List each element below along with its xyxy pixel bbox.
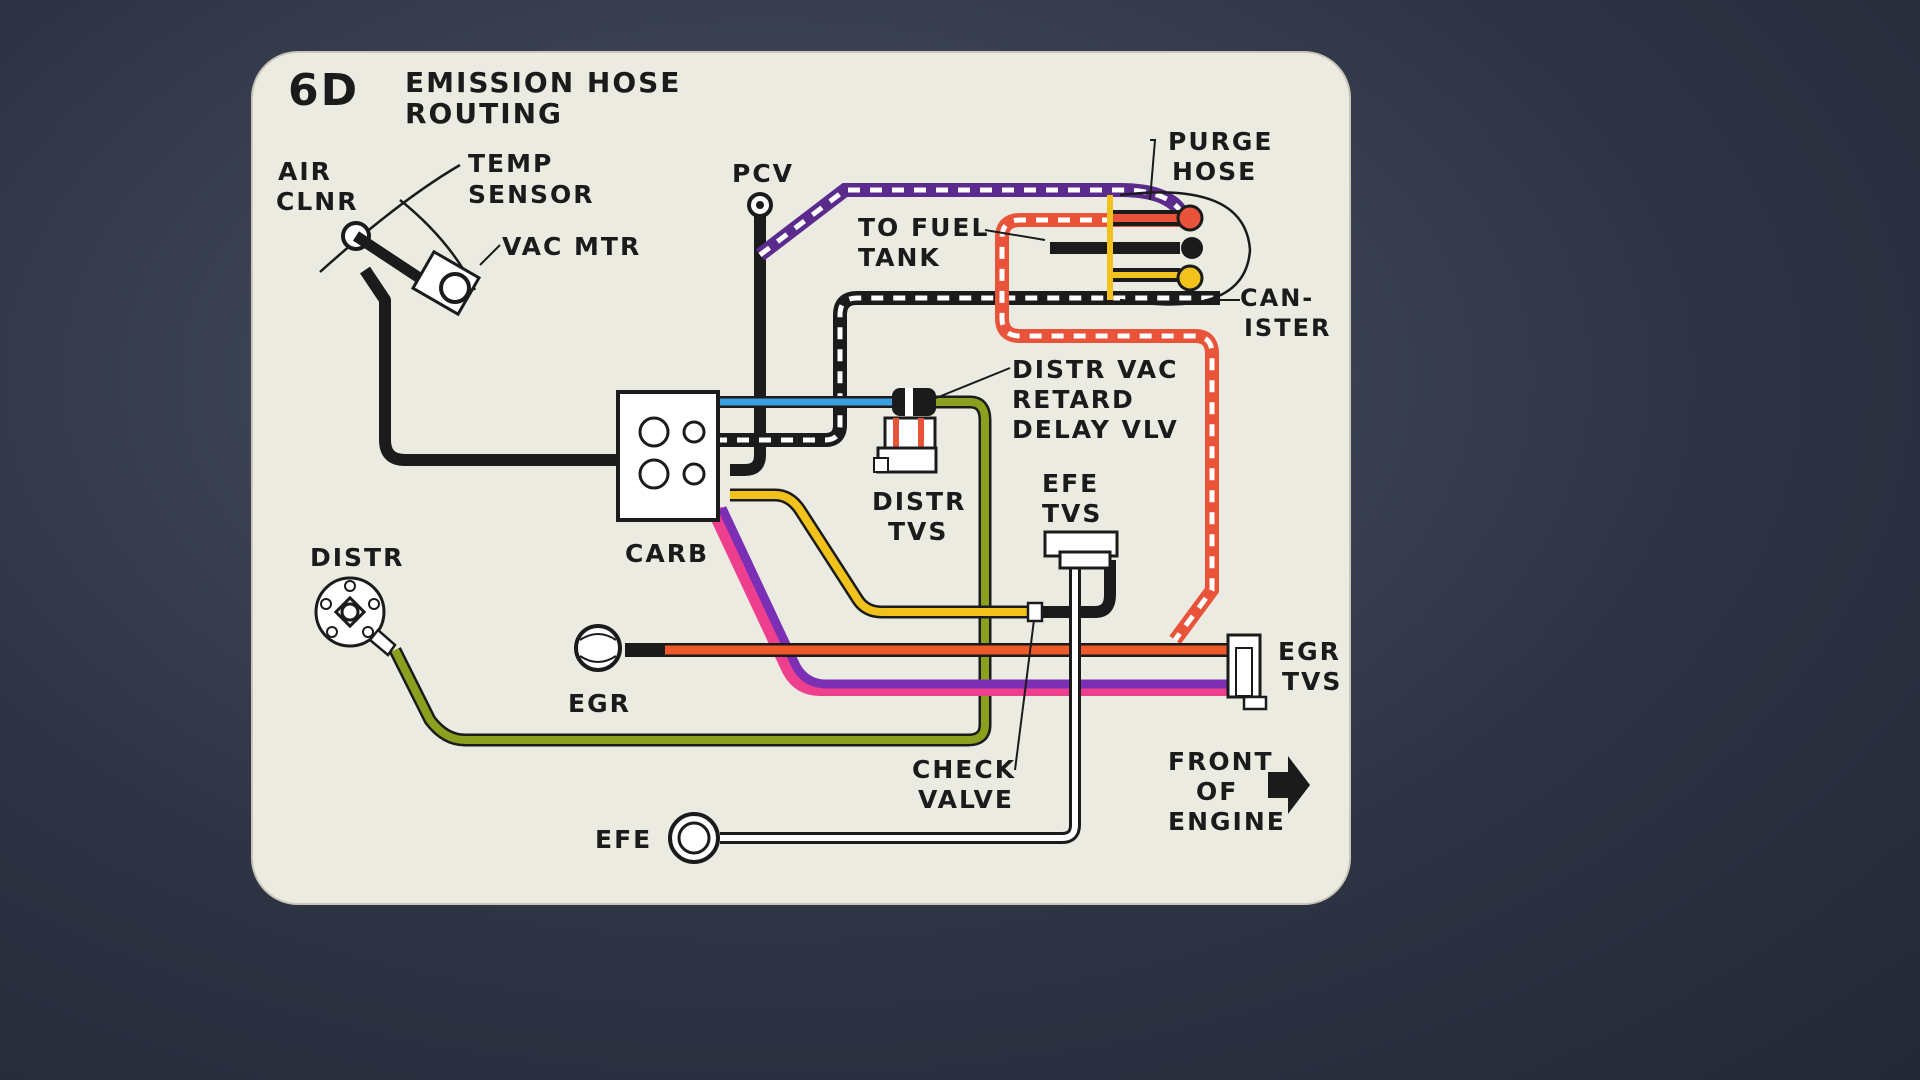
green-hose: [389, 395, 992, 747]
label-front-1: FRONT: [1168, 747, 1274, 776]
yellow-hose: [730, 488, 1035, 619]
egr-tvs: [1226, 633, 1268, 711]
label-check-valve-1: CHECK: [912, 755, 1016, 784]
efe-tvs-hose: [1040, 560, 1116, 618]
pcv-hose: [730, 210, 766, 476]
efe-hose: [720, 568, 1081, 844]
label-vac-mtr: VAC MTR: [502, 232, 641, 261]
label-pcv: PCV: [732, 159, 794, 188]
title-line-2: ROUTING: [405, 97, 563, 130]
carburetor: [616, 390, 720, 522]
air-cleaner-hose: [360, 266, 630, 466]
diagram-code: 6D: [288, 65, 359, 116]
purge-hose: [715, 291, 1220, 447]
label-temp-sensor-2: SENSOR: [468, 180, 595, 209]
label-distr-tvs-1: DISTR: [872, 487, 966, 516]
label-air-clnr-1: AIR: [278, 157, 332, 186]
efe-ring: [668, 812, 720, 864]
egr-valve: [574, 624, 622, 672]
delay-valve: [892, 367, 1011, 416]
efe-tvs: [1043, 530, 1119, 570]
label-efe: EFE: [595, 825, 652, 854]
label-distr: DISTR: [310, 543, 404, 572]
canister-egr-hose: [995, 213, 1219, 645]
label-purge-hose-2: HOSE: [1172, 157, 1257, 186]
label-canister-2: ISTER: [1244, 314, 1331, 342]
label-distr-vac-3: DELAY VLV: [1012, 415, 1179, 444]
label-front-3: ENGINE: [1168, 807, 1286, 836]
distributor: [314, 576, 397, 657]
label-canister-1: CAN-: [1240, 284, 1314, 312]
label-egr-tvs-2: TVS: [1282, 667, 1342, 696]
front-arrow-icon: [1268, 756, 1310, 814]
label-efe-tvs-1: EFE: [1042, 469, 1099, 498]
label-to-fuel-tank-2: TANK: [858, 243, 941, 272]
label-distr-vac-1: DISTR VAC: [1012, 355, 1178, 384]
label-egr-tvs-1: EGR: [1278, 637, 1341, 666]
check-valve: [1026, 601, 1044, 623]
label-carb: CARB: [625, 539, 709, 568]
label-efe-tvs-2: TVS: [1042, 499, 1102, 528]
leader-lines: [984, 139, 1240, 301]
label-egr: EGR: [568, 689, 631, 718]
pcv-valve: [747, 192, 773, 218]
check-valve-leader: [1014, 611, 1036, 771]
canister: [1107, 191, 1252, 306]
title-line-1: EMISSION HOSE: [405, 66, 681, 99]
label-distr-vac-2: RETARD: [1012, 385, 1135, 414]
label-distr-tvs-2: TVS: [888, 517, 948, 546]
purple-hose: [707, 506, 1235, 696]
label-front-2: OF: [1196, 777, 1238, 806]
label-temp-sensor-1: TEMP: [468, 149, 553, 178]
label-check-valve-2: VALVE: [918, 785, 1014, 814]
label-to-fuel-tank-1: TO FUEL: [858, 213, 989, 242]
label-purge-hose-1: PURGE: [1168, 127, 1273, 156]
distr-tvs: [873, 416, 938, 474]
label-air-clnr-2: CLNR: [276, 187, 358, 216]
vac-motor: [410, 244, 501, 317]
